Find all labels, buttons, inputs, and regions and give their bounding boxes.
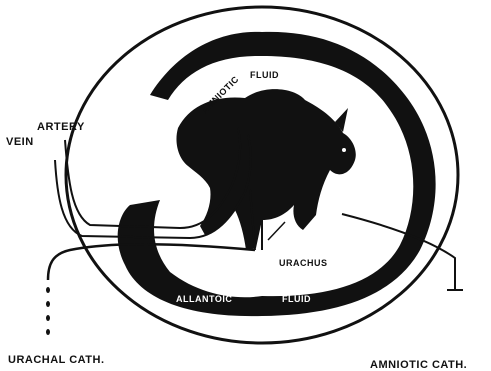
urachal-cath-label: URACHAL CATH. xyxy=(8,354,105,366)
amniotic-cath-label: AMNIOTIC CATH. xyxy=(370,359,467,371)
allantoic-label: ALLANTOIC xyxy=(176,294,232,304)
fluid-upper-label: FLUID xyxy=(250,70,279,80)
artery-label: ARTERY xyxy=(37,121,85,133)
fluid-lower-label: FLUID xyxy=(282,294,311,304)
urachus-label: URACHUS xyxy=(279,258,328,268)
vein-label: VEIN xyxy=(6,136,34,148)
urachal-drips xyxy=(46,287,50,335)
fetus-eye xyxy=(342,148,346,152)
urachus-pointer xyxy=(268,222,285,240)
